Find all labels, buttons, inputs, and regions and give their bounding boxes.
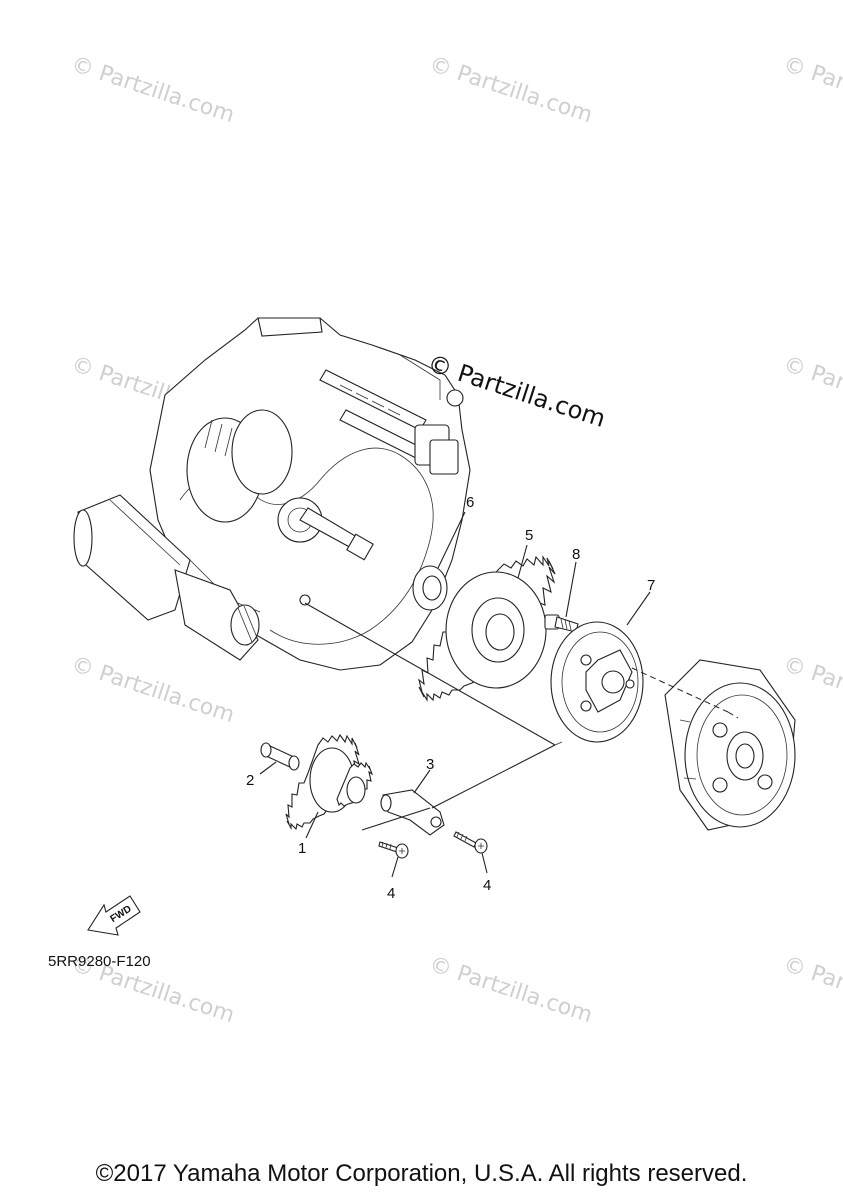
- assembly-lines: [304, 602, 739, 831]
- starter-motor: [73, 494, 260, 661]
- fwd-arrow-icon: FWD: [87, 895, 141, 936]
- callout-6: 6: [466, 494, 474, 511]
- callout-3: 3: [426, 756, 434, 773]
- watermark: © Partzilla.com: [780, 52, 843, 128]
- part-7-starter-clutch: [550, 621, 644, 743]
- watermark: © Partzilla.com: [426, 952, 595, 1028]
- part-5-gear: [418, 555, 556, 702]
- callout-5: 5: [525, 527, 533, 544]
- part-4-screw: [453, 831, 488, 854]
- callout-4: 4: [387, 885, 395, 902]
- leader-lines: [259, 511, 651, 878]
- callout-8: 8: [572, 546, 580, 563]
- part-8-bolt: [544, 614, 579, 633]
- callout-7: 7: [647, 577, 655, 594]
- watermark: © Partzilla.com: [68, 52, 237, 128]
- flywheel-rotor: [664, 659, 796, 831]
- watermark: © Partzilla.com: [426, 52, 595, 128]
- watermark: © Partzilla.com: [68, 652, 237, 728]
- part-3-bracket: [380, 789, 445, 836]
- watermark: © Partzilla.com: [780, 952, 843, 1028]
- diagram-code: 5RR9280-F120: [48, 953, 151, 970]
- watermark: © Partzilla.com: [780, 352, 843, 428]
- callouts: 6 5 8 7 3 2 1 4 4: [246, 494, 655, 902]
- part-1-gear: [285, 733, 374, 831]
- callout-1: 1: [298, 840, 306, 857]
- callout-4: 4: [483, 877, 491, 894]
- part-6-washer: [412, 565, 448, 611]
- part-4-screw: [378, 841, 409, 859]
- copyright-footer: ©2017 Yamaha Motor Corporation, U.S.A. A…: [95, 1160, 748, 1187]
- callout-2: 2: [246, 772, 254, 789]
- part-2-pin: [260, 742, 300, 771]
- engine-crankcase: [149, 317, 471, 671]
